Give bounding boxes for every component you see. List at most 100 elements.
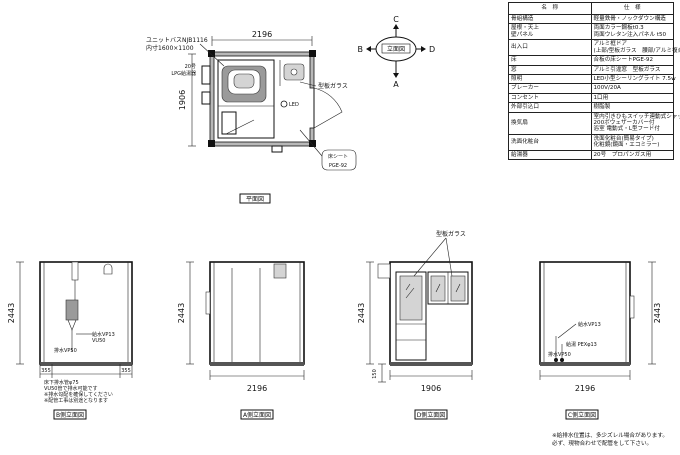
plan-post (208, 50, 215, 57)
spec-row: 給湯器 20号 プロパンガス用 (508, 149, 674, 161)
plan-wall-right-upper (309, 51, 315, 89)
spec-item: 照明 (508, 73, 592, 85)
spec-header-item: 名 称 (508, 2, 592, 15)
compass-d: D (429, 45, 435, 54)
elev-c-outlet-label: 給湯 PEXφ13 (566, 341, 597, 348)
spec-row: 照明 LED小型シーリングライト 7.5w (508, 73, 676, 85)
spec-value-line: 樹脂製 (593, 104, 611, 111)
elev-c-caption: C側立面図 (568, 411, 596, 419)
spec-value-line: 浴室 電動式・L型フード付 (593, 126, 660, 133)
elev-d-door (395, 271, 427, 361)
spec-value-line: 軽量鉄骨・ノックダウン構造 (593, 16, 666, 22)
elev-b-note-2: VU50管で排水可能です (44, 385, 97, 392)
floor-label-2: PGE-92 (329, 163, 347, 169)
spec-item: 給湯器 (508, 149, 592, 161)
spec-header-row: 名 称 仕 様 (508, 2, 674, 15)
led-label: LED (289, 102, 299, 108)
spec-item: 窓 (508, 64, 592, 75)
spec-value-line: 洗面化粧台(簡易タイプ) (593, 135, 654, 142)
heater-note-1: 20号 (185, 64, 196, 70)
spec-item-text: 洗面化粧台 (511, 139, 539, 146)
pipe-note-line-1: ※給排水位置は、多少ズレル場合があります。 (552, 433, 669, 439)
spec-value: アルミ框ドア(上部/型板ガラス 腰部/アルミ複合板) (590, 39, 680, 57)
plan-wall-left (209, 51, 215, 147)
elev-c-caption-box (565, 409, 599, 420)
elev-c-height-dim: 2443 (653, 303, 662, 323)
elev-a-vent (273, 263, 287, 279)
spec-item-text: 屋根・天上 (511, 25, 539, 32)
spec-value: アルミ引違窓 型板ガラス (590, 64, 674, 75)
spec-row: コンセント 1口用 (508, 92, 674, 104)
plan-wall-bottom (209, 141, 315, 147)
plan-post (208, 140, 215, 147)
spec-row: ブレーカー 100V/20A (508, 83, 674, 94)
spec-value: 合板の床シートPGE-92 (590, 55, 674, 66)
spec-row: 窓 アルミ引違窓 型板ガラス (508, 64, 674, 75)
spec-row: 換気扇 室内引きひもスイッチ連動式シャッター200ボウェザーカバー付浴室 電動式・… (508, 111, 680, 135)
spec-item: 外部引込口 (508, 102, 592, 113)
spec-value-line: 20号 プロパンガス用 (593, 151, 652, 158)
elevation-b: 排水VP50 給水VP13 VU50 355 355 2443 床下排水管φ75… (7, 261, 133, 420)
spec-value: LED小型シーリングライト 7.5w (590, 73, 676, 85)
led-light-icon (280, 100, 288, 108)
elev-b-caption: B側立面図 (56, 411, 84, 419)
spec-item: ブレーカー (508, 83, 592, 94)
spec-row: 床合板の床シートPGE-92 (508, 55, 674, 66)
plan-post (309, 140, 316, 147)
spec-item: コンセント (508, 92, 592, 104)
spec-value-line: 100V/20A (593, 85, 621, 92)
spec-value: 洗面化粧台(簡易タイプ)化粧鏡(鏡面・エコミラー) (590, 133, 674, 151)
spec-value-line: アルミ框ドア (593, 41, 628, 48)
elev-a-height-dim: 2443 (177, 303, 186, 323)
spec-item-text: 外部引込口 (511, 104, 539, 111)
elev-b-supply-label: 給水VP13 (92, 331, 115, 338)
elev-c-width-dim: 2196 (575, 384, 595, 393)
spec-value: 100V/20A (590, 83, 674, 94)
spec-value: 樹脂製 (590, 102, 674, 113)
plan-window-label: 型板ガラス (318, 82, 348, 90)
bath-door (221, 111, 237, 135)
outdoor-unit (201, 91, 211, 105)
elev-b-heater (65, 299, 79, 321)
elev-d-window-label: 型板ガラス (436, 230, 466, 238)
heater-note-2: LPG給湯器 (171, 70, 196, 77)
spec-item-text: 換気扇 (511, 120, 528, 127)
water-heater (201, 65, 211, 85)
spec-value-line: 1口用 (593, 94, 609, 101)
elev-b-dim-left: 355 (41, 368, 51, 374)
spec-value-line: 室内引きひもスイッチ連動式シャッター (593, 113, 680, 120)
spec-item-text: コンセント (511, 94, 539, 101)
spec-value-line: 化粧鏡(鏡面・エコミラー) (593, 142, 660, 149)
unit-bath-outline (217, 59, 275, 139)
compass-center: 立面図 (387, 45, 405, 53)
spec-item-text: 給湯器 (511, 151, 528, 158)
spec-header-value: 仕 様 (590, 2, 674, 15)
spec-item-text: ブレーカー (511, 85, 539, 92)
spec-table: 名 称 仕 様 骨組構造軽量鉄骨・ノックダウン構造屋根・天上壁パネル両面カラー鋼… (508, 2, 680, 161)
plan-depth-dim: 1906 (178, 90, 187, 110)
elev-b-note-4: ※配管工事は別途となります (44, 397, 108, 404)
spec-item-text: 照明 (511, 75, 523, 82)
compass-a: A (393, 80, 399, 89)
pipe-note: ※給排水位置は、多少ズレル場合があります。 必ず、現物合わせで配管をして下さい。 (552, 433, 678, 449)
spec-item-text: 窓 (511, 66, 517, 73)
compass-b: B (358, 45, 364, 54)
pipe-note-line-2: 必ず、現物合わせで配管をして下さい。 (552, 440, 653, 447)
spec-row: 外部引込口 樹脂製 (508, 102, 674, 113)
elev-b-supply-size: VU50 (92, 338, 105, 344)
spec-row: 洗面化粧台 洗面化粧台(簡易タイプ)化粧鏡(鏡面・エコミラー) (508, 133, 674, 151)
inner-size-label: 内寸1600×1100 (146, 44, 194, 52)
spec-value-line: 200ボウェザーカバー付 (593, 120, 655, 127)
plan-outlet (271, 145, 283, 153)
spec-value-line: 合板の床シートPGE-92 (593, 57, 654, 64)
elev-b-note-1: 床下排水管φ75 (44, 379, 79, 386)
plan-wall-top (209, 51, 315, 57)
unitbath-label: ユニットバスNJB1116 (146, 37, 208, 44)
spec-item: 屋根・天上壁パネル (508, 23, 592, 41)
elev-c-drain-label: 排水VP50 (548, 351, 571, 358)
spec-value: 1口用 (590, 92, 674, 104)
bathtub-basin (233, 73, 255, 89)
